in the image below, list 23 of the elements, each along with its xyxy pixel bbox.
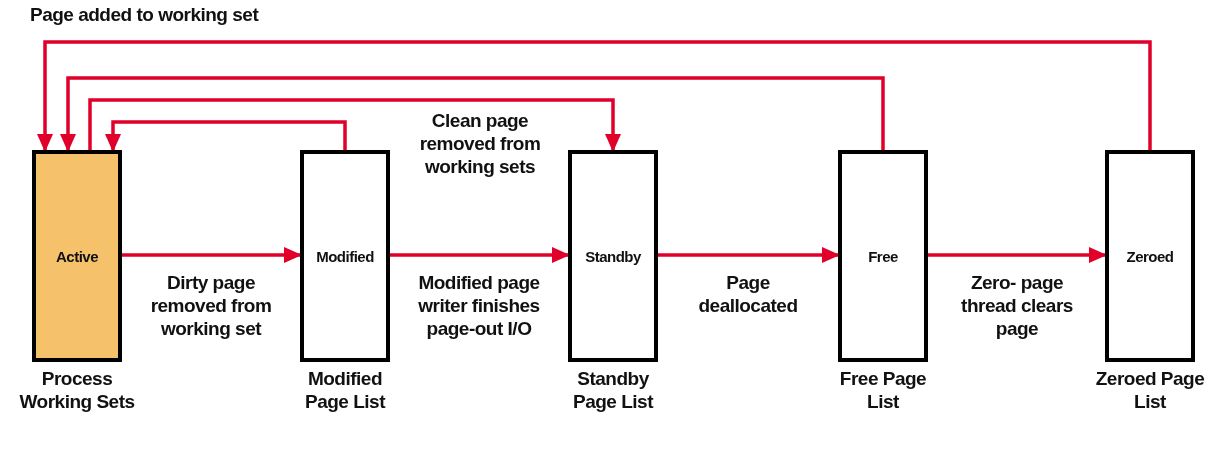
list-box [32,150,122,362]
box-label: Modified [316,247,374,265]
arrow [928,247,1107,263]
list-box [1105,150,1195,362]
arrow [37,40,1152,152]
list-box [568,150,658,362]
arrow [122,247,302,263]
list-box [300,150,390,362]
arrow [390,247,570,263]
list-caption: Modified Page List [304,368,387,414]
arrow [88,98,621,152]
list-caption: Free Page List [838,368,928,414]
box-label: Standby [585,247,641,265]
list-caption: Zeroed Page List [1094,368,1206,414]
box-label: Zeroed [1126,247,1174,265]
arrow [60,76,885,152]
arrow [658,247,840,263]
list-caption: Standby Page List [572,368,655,414]
box-label: Free [868,247,898,265]
box-label: Active [56,247,98,265]
list-box [838,150,928,362]
list-caption: Process Working Sets [18,368,136,414]
arrow [105,120,347,152]
